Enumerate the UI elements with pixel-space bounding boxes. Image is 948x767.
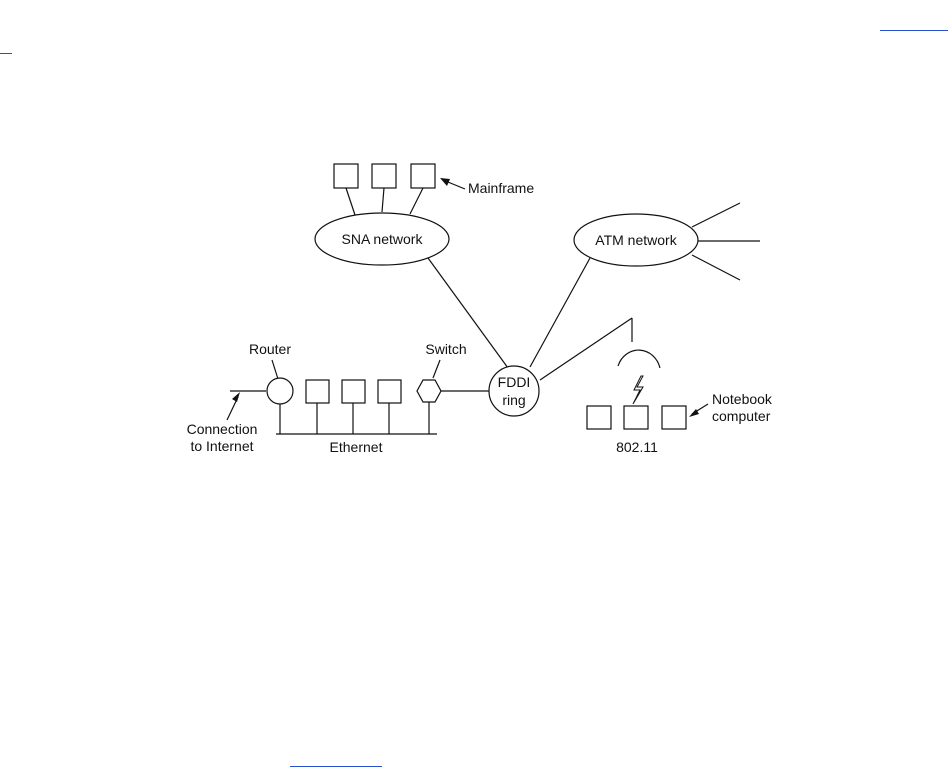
switch-hexagon: [417, 380, 441, 402]
fddi-ring-label-line1: FDDI: [498, 374, 531, 390]
atm-link-down: [692, 255, 740, 280]
mainframe-arrow-head: [440, 178, 450, 186]
mainframe-box-3: [411, 164, 435, 188]
router-label: Router: [249, 341, 291, 357]
mainframe-label: Mainframe: [468, 180, 534, 196]
ethernet-label: Ethernet: [330, 439, 383, 455]
notebook-label-line1: Notebook: [712, 391, 773, 407]
ethernet-host-box-2: [342, 380, 365, 403]
switch-label: Switch: [425, 341, 466, 357]
connection-label-line2: to Internet: [190, 438, 253, 454]
mainframe-box-2: [372, 164, 396, 188]
mainframe-box-1: [334, 164, 358, 188]
connection-label-line1: Connection: [187, 421, 258, 437]
sna-network-label: SNA network: [342, 231, 424, 247]
notebook-box-2: [624, 406, 648, 429]
atm-network-label: ATM network: [595, 232, 677, 248]
ethernet-host-box-1: [306, 380, 329, 403]
wireless-arc: [618, 350, 660, 368]
switch-label-pointer: [433, 360, 440, 378]
mainframe-group: Mainframe: [334, 164, 534, 215]
atm-fddi-link: [530, 258, 590, 367]
mainframe-link-3: [410, 188, 423, 214]
fddi-ring-label-line2: ring: [502, 392, 525, 408]
notebook-box-3: [662, 406, 686, 429]
notebook-box-1: [587, 406, 611, 429]
router-label-pointer: [272, 360, 278, 379]
fddi-antenna-link: [540, 318, 632, 380]
mainframe-link-2: [382, 188, 384, 212]
wireless-label: 802.11: [616, 439, 658, 455]
atm-link-up: [692, 203, 740, 227]
mainframe-link-1: [346, 188, 355, 215]
router-circle: [267, 378, 293, 404]
notebook-label-line2: computer: [712, 408, 771, 424]
lightning-icon: [633, 376, 643, 404]
connection-arrow-head: [232, 392, 240, 402]
ethernet-host-box-3: [378, 380, 401, 403]
